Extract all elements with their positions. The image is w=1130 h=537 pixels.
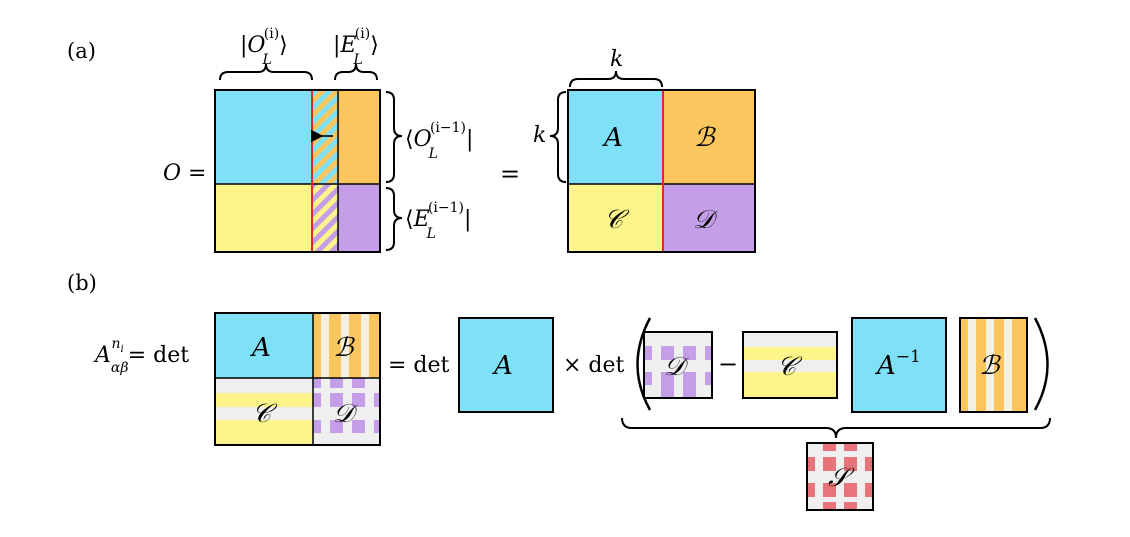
side-brace-top <box>385 91 403 183</box>
top-brace-e <box>334 63 378 81</box>
block-a <box>568 90 663 184</box>
left-paren <box>636 317 652 411</box>
matrix-o <box>214 89 381 253</box>
block-o-c <box>215 184 312 252</box>
block-b <box>663 90 755 184</box>
det-a-block <box>458 317 554 413</box>
panel-b-label: (b) <box>67 271 97 295</box>
schur-d-block: 𝒟 <box>643 331 713 399</box>
o-equals: O = <box>163 161 206 186</box>
block-o-b <box>338 90 380 184</box>
side-brace-bottom <box>385 187 403 251</box>
lhs-matrix-border <box>214 312 381 446</box>
lhs-block-d <box>313 378 380 445</box>
block-b-label: ℬ <box>694 123 716 153</box>
eq-det: = det <box>388 353 450 378</box>
under-brace <box>621 417 1051 439</box>
schur-s-block: 𝒮 <box>806 442 874 511</box>
lhs-block-c <box>215 378 313 445</box>
block-a-label: A <box>602 123 623 153</box>
schur-c-block: 𝒞 <box>742 331 838 399</box>
lhs-matrix: A ℬ 𝒞 𝒟 <box>214 312 381 446</box>
block-d <box>663 184 755 252</box>
k-top-label: k <box>610 47 623 72</box>
block-matrix: A ℬ 𝒞 𝒟 <box>567 89 756 253</box>
lhs-a-label: A <box>250 333 271 363</box>
side-brace-k <box>549 91 567 183</box>
block-c <box>568 184 663 252</box>
minus-sign: − <box>718 350 738 378</box>
a-inverse-label: A−1 <box>875 347 921 381</box>
schur-b-block: ℬ <box>959 317 1028 413</box>
lhs-b-label: ℬ <box>333 333 355 363</box>
block-matrix-border <box>567 89 756 253</box>
panel-a-label: (a) <box>67 39 96 63</box>
lhs-block-b <box>313 313 380 378</box>
det-a-label: A <box>492 351 513 381</box>
k-left-label: k <box>533 123 546 148</box>
top-brace-k <box>569 70 663 88</box>
block-o-a <box>215 90 312 184</box>
top-brace-o <box>219 63 313 81</box>
panel-a-equals: = <box>500 160 520 188</box>
schur-b-label: ℬ <box>979 351 1001 381</box>
right-paren <box>1033 317 1049 411</box>
lhs-expression: Aαβni= det <box>93 336 189 376</box>
lhs-block-a <box>215 313 313 378</box>
block-o-hatch-bottom <box>312 184 338 252</box>
block-o-hatch-top <box>312 90 338 184</box>
times-det: × det <box>563 353 625 378</box>
a-inverse-block <box>851 317 947 413</box>
matrix-o-border <box>214 89 381 253</box>
block-o-d <box>338 184 380 252</box>
